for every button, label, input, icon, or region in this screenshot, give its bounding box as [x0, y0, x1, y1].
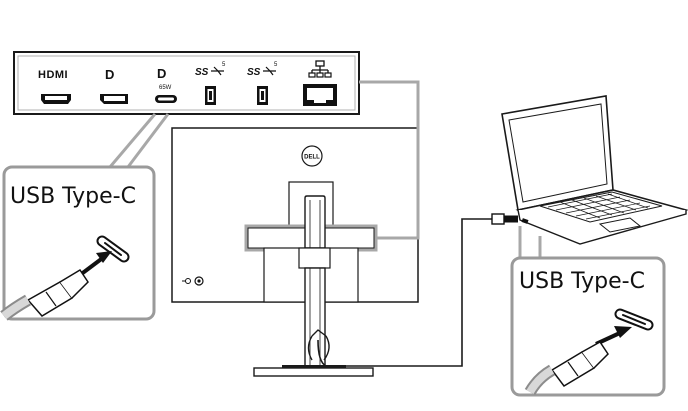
usbc-plug-icon	[524, 341, 609, 396]
left-callout-label: USB Type-C	[10, 184, 136, 209]
port-panel: HDMI D D 65W SS 5 SS 5	[13, 51, 360, 115]
displayport-in-label: D	[105, 67, 114, 82]
svg-text:DELL: DELL	[304, 155, 320, 161]
left-callout-box: USB Type-C	[0, 165, 156, 321]
usb-a1-speed: 5	[222, 62, 226, 68]
usb-a2-speed: 5	[274, 62, 278, 68]
usbc-port-icon	[96, 235, 130, 263]
hdmi-port-icon	[41, 94, 71, 104]
insert-arrow-icon	[614, 326, 632, 338]
usbc-plug-icon	[0, 268, 89, 321]
usbc-port-icon	[155, 95, 177, 103]
kensington-lock-icon	[182, 278, 191, 284]
laptop-cable-plug-icon	[491, 213, 518, 225]
usb-a1-label: SS	[195, 67, 209, 78]
insert-arrow-icon	[96, 251, 112, 263]
network-icon	[308, 60, 332, 78]
right-callout-label: USB Type-C	[519, 269, 645, 294]
usb-a1-port-icon	[205, 86, 216, 105]
left-callout-pointer	[108, 113, 157, 168]
dell-logo: DELL	[301, 145, 323, 167]
usb-a2-label: SS	[247, 67, 261, 78]
laptop	[501, 95, 688, 245]
right-callout-box: USB Type-C	[510, 256, 666, 397]
hdmi-label: HDMI	[38, 69, 68, 81]
usbc-power-label: 65W	[159, 85, 172, 91]
displayport-in-icon	[100, 94, 128, 104]
monitor-stand	[253, 195, 374, 377]
usb-symbol-icon	[211, 66, 224, 76]
power-icon	[194, 276, 204, 286]
ethernet-port-icon	[303, 84, 337, 106]
usb-symbol-icon	[263, 66, 276, 76]
displayport-out-label: D	[157, 66, 166, 81]
usbc-port-icon	[614, 308, 654, 331]
usbc-cable	[317, 218, 492, 367]
monitor-back: DELL	[171, 127, 419, 303]
usb-a2-port-icon	[257, 86, 268, 105]
port-panel-callout-line	[359, 80, 420, 240]
